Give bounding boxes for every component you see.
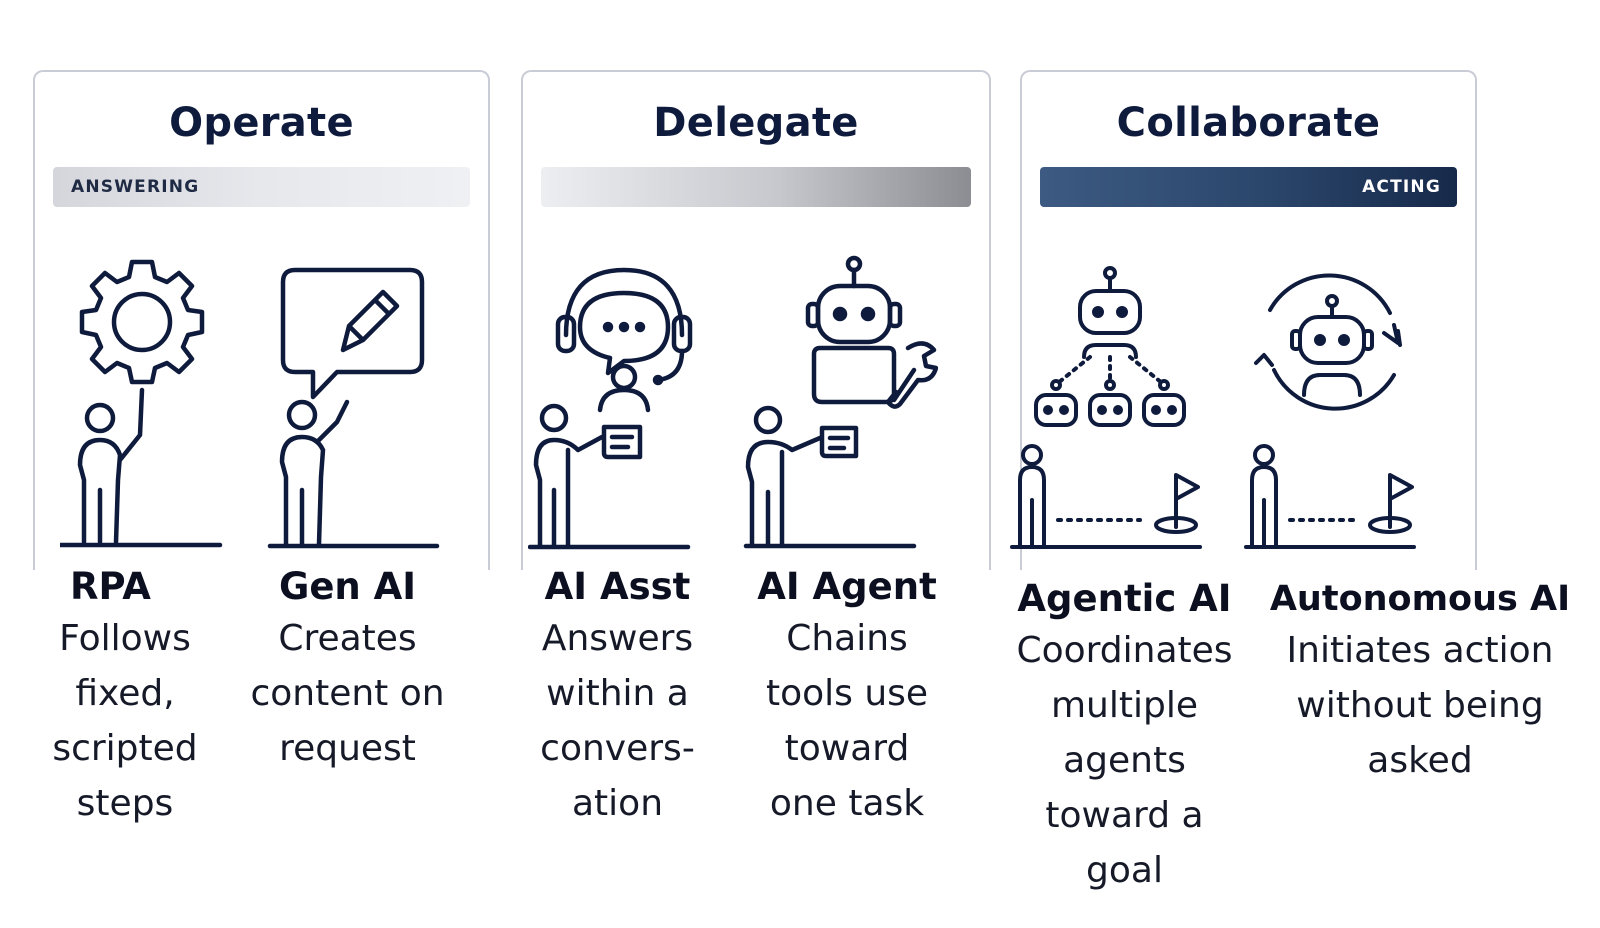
item-desc-line: ation xyxy=(571,783,664,824)
item-ai-agent: AI Agent Chains tools use toward one tas… xyxy=(752,563,942,831)
gear-icon xyxy=(60,259,223,548)
item-ai-asst: AI Asst Answers within a convers- ation xyxy=(525,563,710,831)
robot-hierarchy-icon xyxy=(1010,266,1202,549)
item-name: Autonomous AI xyxy=(1269,579,1571,619)
item-desc-line: asked xyxy=(1367,740,1473,781)
item-desc-line: content on xyxy=(250,673,445,714)
item-desc-line: toward xyxy=(784,728,910,769)
item-name: RPA xyxy=(70,565,151,608)
item-desc-line: without being xyxy=(1296,685,1544,726)
item-desc-line: Coordinates xyxy=(1016,630,1233,671)
item-desc-line: one task xyxy=(769,783,925,824)
item-desc-line: multiple xyxy=(1050,685,1198,726)
item-gen-ai: Gen AI Creates content on request xyxy=(235,563,460,776)
item-desc-line: within a xyxy=(546,673,689,714)
acting-bar: ACTING xyxy=(1040,167,1457,207)
item-name: AI Asst xyxy=(544,565,691,608)
pencil-speech-bubble-icon xyxy=(267,267,440,549)
item-desc-line: convers- xyxy=(540,728,695,769)
item-autonomous-ai: Autonomous AI Initiates action without b… xyxy=(1255,575,1585,788)
item-desc-line: steps xyxy=(76,783,174,824)
item-desc-line: Initiates action xyxy=(1286,630,1554,671)
panel-title-collaborate: Collaborate xyxy=(1116,100,1381,146)
robot-cycle-icon xyxy=(1244,273,1416,549)
item-agentic-ai: Agentic AI Coordinates multiple agents t… xyxy=(1002,575,1247,898)
item-desc-line: fixed, xyxy=(75,673,175,714)
item-desc-line: agents xyxy=(1063,740,1186,781)
panel-delegate: Delegate xyxy=(521,70,991,570)
item-desc-line: request xyxy=(279,728,416,769)
item-name: AI Agent xyxy=(757,565,937,608)
panel-title-operate: Operate xyxy=(169,100,354,146)
item-desc-line: scripted xyxy=(52,728,198,769)
item-desc-line: Answers xyxy=(541,618,694,659)
item-name: Agentic AI xyxy=(1017,577,1232,620)
panel-title-delegate: Delegate xyxy=(653,100,859,146)
item-rpa: RPA Follows fixed, scripted steps xyxy=(40,563,210,831)
headset-chat-icon xyxy=(528,267,693,550)
item-desc-line: Follows xyxy=(59,618,191,659)
gradient-bar xyxy=(541,167,971,207)
item-desc-line: toward a xyxy=(1045,795,1204,836)
answering-label: ANSWERING xyxy=(71,177,200,197)
acting-label: ACTING xyxy=(1362,177,1441,197)
item-desc-line: Chains xyxy=(786,618,908,659)
panel-collaborate: Collaborate ACTING xyxy=(1020,70,1477,570)
robot-wrench-icon xyxy=(743,255,938,549)
panel-operate: Operate ANSWERING xyxy=(33,70,490,570)
item-name: Gen AI xyxy=(278,565,417,608)
item-desc-line: tools use xyxy=(765,673,929,714)
item-desc-line: goal xyxy=(1086,850,1163,891)
item-desc-line: Creates xyxy=(278,618,417,659)
answering-bar: ANSWERING xyxy=(53,167,470,207)
